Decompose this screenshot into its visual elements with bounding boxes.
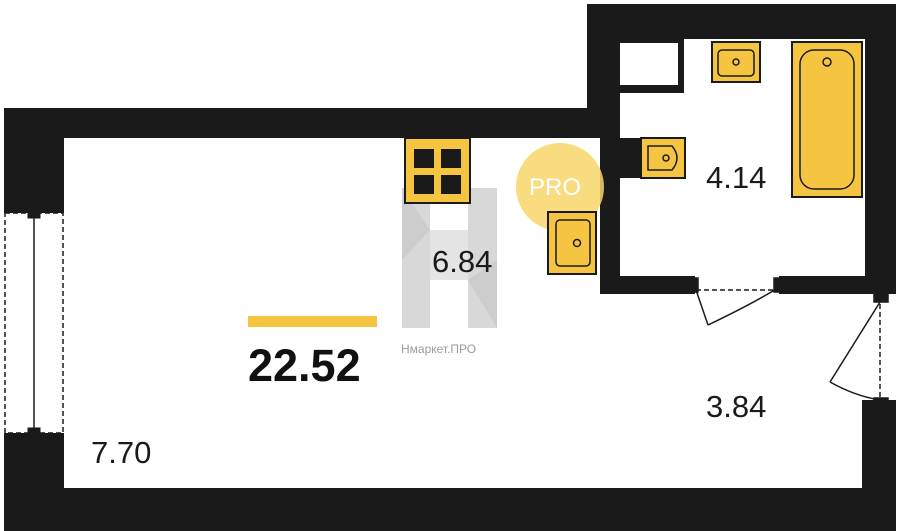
window-left-sill-bottom bbox=[27, 427, 41, 435]
door-bathroom-jamb-left bbox=[689, 277, 699, 293]
door-bathroom-swing bbox=[707, 287, 779, 326]
wall-toilet-stub bbox=[620, 138, 642, 178]
washbasin-icon bbox=[711, 41, 761, 83]
door-entrance-swing bbox=[829, 381, 881, 401]
window-left-sill-top bbox=[27, 211, 41, 219]
toilet-icon bbox=[640, 137, 686, 179]
wall-top-main bbox=[4, 108, 607, 138]
wall-right-top bbox=[865, 4, 896, 294]
watermark-logo bbox=[402, 188, 497, 328]
door-bathroom bbox=[689, 277, 783, 326]
pro-badge bbox=[516, 143, 604, 231]
kitchen-sink-drain bbox=[572, 238, 582, 248]
door-entrance-leaf bbox=[829, 301, 881, 383]
area-main-room: 7.70 bbox=[91, 435, 152, 470]
watermark-logo-facet-a bbox=[402, 188, 430, 260]
kitchen-sink-icon bbox=[547, 211, 597, 275]
area-hallway: 3.84 bbox=[706, 389, 767, 424]
window-left bbox=[4, 211, 64, 435]
door-bathroom-leaf bbox=[695, 289, 709, 326]
bathtub-icon bbox=[791, 41, 863, 198]
wall-bottom bbox=[4, 488, 896, 531]
wall-bath-bottom-left bbox=[600, 276, 695, 294]
bathtub-basin bbox=[799, 49, 855, 190]
wall-bath-top bbox=[587, 4, 896, 39]
total-accent-bar bbox=[248, 316, 377, 327]
stove-burner-4 bbox=[441, 175, 461, 194]
watermark-logo-facet-b bbox=[468, 260, 497, 328]
stove-burner-1 bbox=[414, 149, 434, 168]
washbasin-bowl bbox=[717, 49, 755, 77]
pro-badge-label: PRO bbox=[529, 174, 582, 201]
walls bbox=[4, 4, 896, 531]
utility-shaft-inner bbox=[620, 43, 678, 85]
stove-burner-3 bbox=[414, 175, 434, 194]
door-entrance bbox=[829, 293, 889, 407]
area-kitchen: 6.84 bbox=[432, 244, 493, 279]
bathtub-drain bbox=[822, 57, 832, 67]
watermark-brand: Нмаркет.ПРО bbox=[401, 342, 477, 356]
total-area: 22.52 bbox=[248, 340, 361, 391]
stove-burner-2 bbox=[441, 149, 461, 168]
toilet-drain bbox=[662, 154, 670, 162]
watermark-logo-mid bbox=[430, 230, 468, 280]
door-entrance-jamb-bottom bbox=[873, 397, 889, 407]
area-bathroom: 4.14 bbox=[706, 160, 767, 195]
washbasin-drain bbox=[732, 58, 740, 66]
door-bathroom-jamb-right bbox=[773, 277, 783, 293]
stove-icon bbox=[404, 137, 471, 204]
wall-bath-partition bbox=[600, 138, 620, 294]
wall-bath-bottom-right bbox=[779, 276, 896, 294]
door-entrance-jamb-top bbox=[873, 293, 889, 303]
